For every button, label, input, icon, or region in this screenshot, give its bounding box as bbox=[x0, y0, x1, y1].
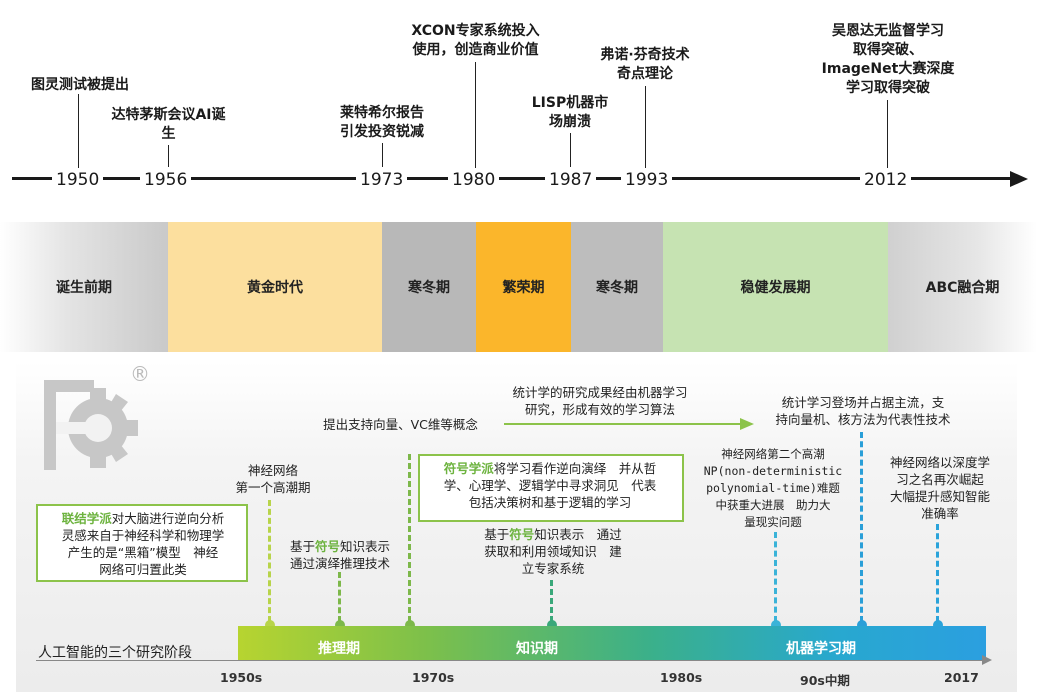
connectionism-text: 联结学派对大脑进行逆向分析 灵感来自于神经科学和物理学 产生的是“黑箱”模型 神… bbox=[61, 511, 225, 577]
svm-concept: 提出支持向量、VC维等概念 bbox=[323, 417, 478, 432]
symbolism-text: 符号学派将学习看作逆向演绎 并从哲 学、心理学、逻辑学中寻求洞见 代表 包括决策… bbox=[443, 461, 657, 510]
connector-reasoning bbox=[338, 572, 341, 622]
registered-mark: ® bbox=[130, 362, 150, 386]
tick-1987 bbox=[570, 133, 571, 167]
timeline-arrow-icon bbox=[1010, 171, 1028, 187]
connector-symbolism bbox=[408, 454, 411, 622]
bottom-axis bbox=[36, 660, 986, 661]
axis-2017: 2017 bbox=[944, 670, 979, 685]
dot-reasoning bbox=[335, 620, 345, 630]
period-steady: 稳健发展期 bbox=[663, 222, 888, 352]
reasoning-text: 基于符号知识表示 通过演绎推理技术 bbox=[289, 539, 391, 571]
tick-1980 bbox=[475, 62, 476, 168]
axis-1950s: 1950s bbox=[220, 670, 263, 685]
dot-stat bbox=[857, 620, 867, 630]
period-boom: 繁荣期 bbox=[476, 222, 571, 352]
tick-1956 bbox=[168, 145, 169, 167]
event-1993: 弗诺·芬奇技术奇点理论 bbox=[600, 47, 690, 82]
connector-knowledge bbox=[550, 580, 553, 622]
dot-nn-second bbox=[771, 620, 781, 630]
knowledge-text: 基于符号知识表示 通过 获取和利用领域知识 建 立专家系统 bbox=[484, 527, 622, 576]
year-1987: 1987 bbox=[545, 170, 597, 190]
period-winter-1: 寒冬期 bbox=[382, 222, 476, 352]
timeline: 1950 1956 1973 1980 1987 1993 2012 图灵测试被… bbox=[0, 0, 1037, 200]
connector-stat bbox=[860, 432, 863, 622]
stage-knowledge: 知识期 bbox=[516, 641, 558, 657]
event-2012: 吴恩达无监督学习取得突破、 ImageNet大赛深度学习取得突破 bbox=[821, 23, 955, 96]
event-1950: 图灵测试被提出 bbox=[31, 77, 129, 93]
nn-second-peak: 神经网络第二个高潮 NP(non-deterministic polynomia… bbox=[703, 447, 843, 529]
bottom-axis-arrow-icon bbox=[982, 655, 992, 665]
year-1993: 1993 bbox=[621, 170, 673, 190]
connector-nn-second bbox=[774, 532, 777, 622]
dot-nn-first bbox=[265, 620, 275, 630]
dot-symbolism bbox=[405, 620, 415, 630]
stage-reasoning: 推理期 bbox=[318, 641, 360, 657]
tick-1950 bbox=[78, 94, 79, 168]
event-1980: XCON专家系统投入使用，创造商业价值 bbox=[411, 23, 540, 58]
stage-bar bbox=[238, 626, 986, 660]
symbolism-box bbox=[418, 454, 684, 522]
tick-2012 bbox=[887, 100, 888, 168]
year-2012: 2012 bbox=[860, 170, 912, 190]
timeline-axis bbox=[12, 177, 1014, 180]
axis-1980s: 1980s bbox=[660, 670, 703, 685]
nn-first-peak: 神经网络第一个高潮期 bbox=[235, 463, 311, 495]
event-1956: 达特茅斯会议AI诞生 bbox=[111, 107, 226, 142]
tick-1973 bbox=[382, 143, 383, 167]
stage-ml: 机器学习期 bbox=[786, 641, 856, 657]
connectionism-box bbox=[36, 504, 248, 582]
stat-learning-main: 统计学习登场并占据主流，支持向量机、核方法为代表性技术 bbox=[775, 395, 951, 427]
event-1973: 莱特希尔报告引发投资锐减 bbox=[340, 105, 424, 140]
year-1980: 1980 bbox=[448, 170, 500, 190]
gear-logo-icon bbox=[44, 380, 138, 470]
axis-90s-mid: 90s中期 bbox=[800, 673, 850, 688]
year-1973: 1973 bbox=[356, 170, 408, 190]
deep-learning-text: 神经网络以深度学习之名再次崛起 大幅提升感知智能准确率 bbox=[889, 455, 990, 521]
dot-knowledge bbox=[547, 620, 557, 630]
period-golden: 黄金时代 bbox=[168, 222, 382, 352]
stat-arrow-text: 统计学的研究成果经由机器学习研究，形成有效的学习算法 bbox=[512, 385, 688, 417]
period-abc: ABC融合期 bbox=[888, 222, 1037, 352]
tick-1993 bbox=[645, 86, 646, 168]
connector-deep bbox=[936, 524, 939, 622]
year-1950: 1950 bbox=[52, 170, 104, 190]
year-1956: 1956 bbox=[140, 170, 192, 190]
panel-title: 人工智能的三个研究阶段 bbox=[38, 645, 192, 661]
stat-arrow-head-icon bbox=[740, 418, 754, 430]
period-birth: 诞生前期 bbox=[0, 222, 168, 352]
stat-arrow-line bbox=[504, 423, 744, 425]
axis-1970s: 1970s bbox=[412, 670, 455, 685]
event-1987: LISP机器市场崩溃 bbox=[531, 95, 609, 130]
dot-deep bbox=[933, 620, 943, 630]
connector-nn-first bbox=[268, 500, 271, 622]
period-winter-2: 寒冬期 bbox=[571, 222, 663, 352]
